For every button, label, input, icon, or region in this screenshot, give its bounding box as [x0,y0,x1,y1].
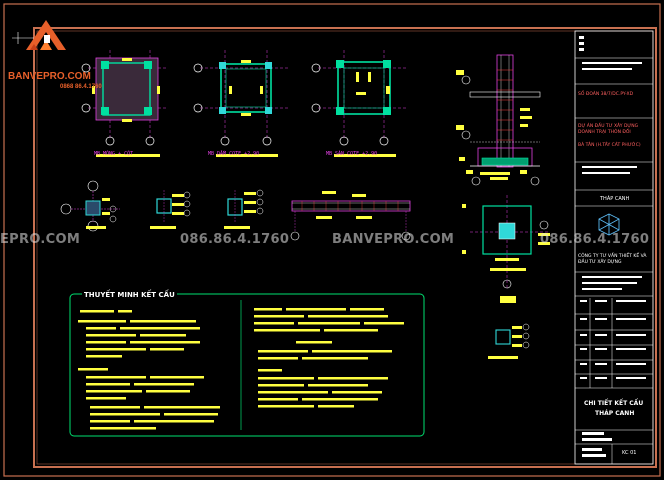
sheet-inner-frame [33,27,657,468]
title-block-item: THÁP CANH [600,196,630,202]
title-block-drawing-title-2: THÁP CANH [595,410,635,417]
notes-title: THUYẾT MINH KẾT CẤU [82,291,177,299]
plan-foundation-label: MB MÓNG + CỘT [94,151,134,157]
column-sections [60,180,411,241]
sheet-outer-frame [3,3,661,477]
plan-slab-label: MB SÀN COTE +2.90 [326,151,378,157]
structural-notes [69,293,425,437]
logo-brand: BANVEPRO.COM [8,71,91,82]
plan-beam-label: MB DẦM COTE +2.90 [208,151,260,157]
column-elevation [456,54,541,186]
title-block-sheet: KC 01 [622,450,637,456]
watermark-phone-1: 086.86.4.1760 [180,232,290,247]
title-block-project-name: DỰ ÁN ĐẦU TƯ XÂY DỰNG DOANH TRẠI THÔN ĐỒ… [578,124,639,135]
title-block-project-code: SỐ ĐOÀN 38/7/DC.PY-XD [578,92,634,97]
watermark-site-center: BANVEPRO.COM [332,232,455,247]
footing-plan [462,195,550,303]
logo-phone: 0868 86.4.1760 [60,84,102,90]
plan-slab [311,50,408,157]
title-block-project-sub: BÁ TÂN (H.TÂY CÁT PHƯỚC) [578,143,641,148]
title-block-drawing-title-1: CHI TIẾT KẾT CẤU [584,400,644,407]
small-detail [488,323,530,359]
plan-foundation [81,50,168,157]
title-block-company: CÔNG TY TƯ VẤN THIẾT KẾ VÀ ĐẦU TƯ XÂY DỰ… [578,254,647,265]
title-block-frame [574,30,654,465]
watermark-phone-2: 086.86.4.1760 [540,232,650,247]
company-logo-icon [598,213,620,236]
banvepro-logo-icon [26,20,66,50]
watermark-site-left: EPRO.COM [0,232,81,247]
plan-beam [193,50,290,157]
